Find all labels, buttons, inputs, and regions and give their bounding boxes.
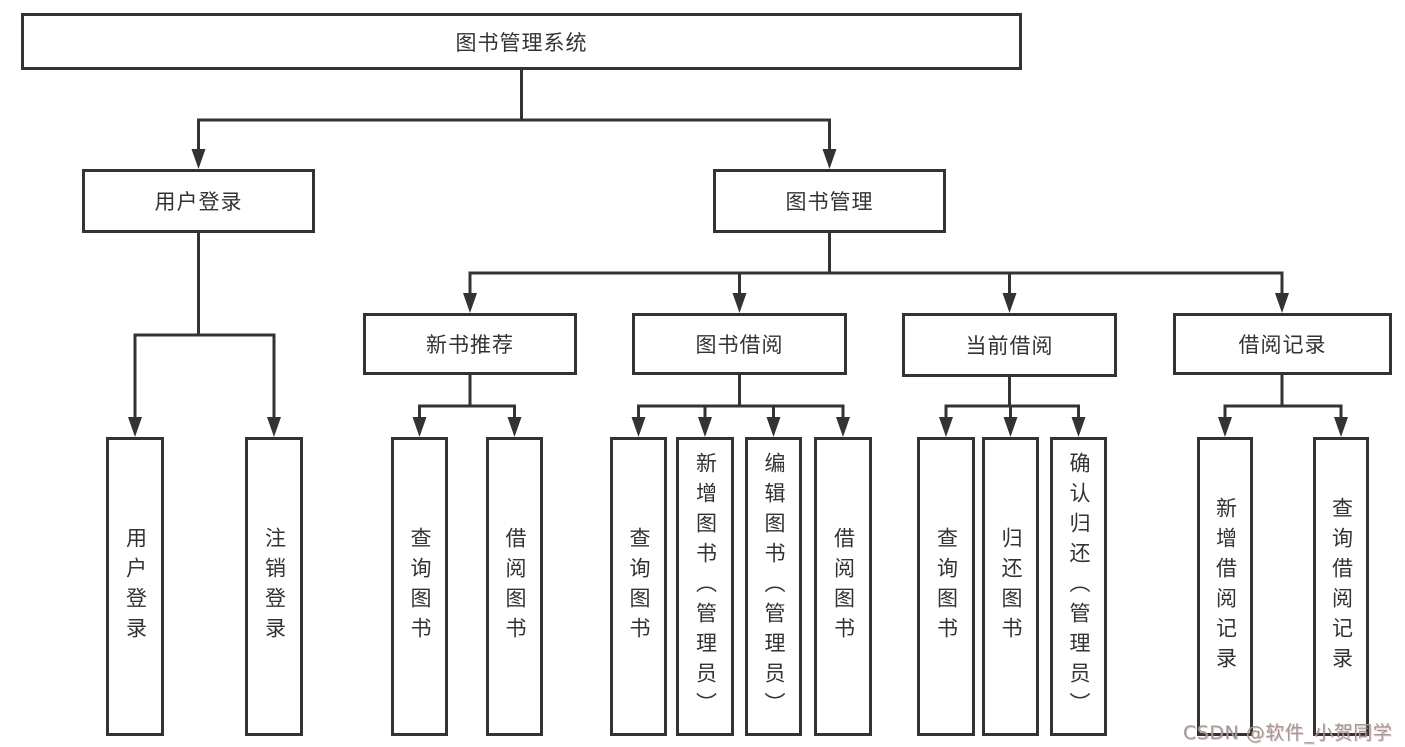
leaf-query-books-recommend: 查询图书 bbox=[391, 437, 448, 736]
leaf-label: 借阅图书 bbox=[503, 526, 527, 647]
leaf-confirm-return-admin: 确认归还（管理员） bbox=[1050, 437, 1107, 736]
leaf-logout: 注销登录 bbox=[245, 437, 303, 736]
leaf-label: 确认归还（管理员） bbox=[1067, 451, 1091, 722]
node-label: 借阅记录 bbox=[1238, 333, 1327, 357]
node-label: 图书管理系统 bbox=[455, 30, 588, 55]
node-book-borrowing: 图书借阅 bbox=[632, 313, 847, 375]
leaf-label: 新增借阅记录 bbox=[1213, 496, 1238, 677]
leaf-label: 查询图书 bbox=[934, 526, 959, 647]
node-label: 新书推荐 bbox=[426, 333, 514, 357]
node-label: 用户登录 bbox=[154, 190, 243, 214]
leaf-query-borrow-record: 查询借阅记录 bbox=[1313, 437, 1369, 736]
leaf-user-login: 用户登录 bbox=[106, 437, 164, 736]
arrowheads bbox=[128, 149, 1348, 437]
leaf-label: 注销登录 bbox=[262, 526, 287, 647]
node-user-login: 用户登录 bbox=[82, 169, 315, 233]
leaf-label: 用户登录 bbox=[123, 526, 148, 647]
node-new-book-recommend: 新书推荐 bbox=[363, 313, 577, 375]
leaf-query-books-borrowing: 查询图书 bbox=[610, 437, 667, 736]
node-book-management: 图书管理 bbox=[713, 169, 946, 233]
leaf-label: 编辑图书（管理员） bbox=[762, 451, 786, 722]
leaf-borrow-books-recommend: 借阅图书 bbox=[486, 437, 543, 736]
leaf-label: 借阅图书 bbox=[831, 526, 856, 647]
leaf-label: 查询图书 bbox=[408, 526, 432, 647]
node-borrow-records: 借阅记录 bbox=[1173, 313, 1392, 375]
leaf-label: 查询图书 bbox=[627, 526, 651, 647]
node-current-borrowing: 当前借阅 bbox=[902, 313, 1117, 377]
csdn-watermark: CSDN @软件_小贺同学 bbox=[1183, 722, 1393, 744]
leaf-query-books-current: 查询图书 bbox=[917, 437, 975, 736]
leaf-label: 新增图书（管理员） bbox=[693, 451, 718, 722]
leaf-borrow-books: 借阅图书 bbox=[814, 437, 872, 736]
leaf-add-borrow-record: 新增借阅记录 bbox=[1197, 437, 1253, 736]
node-library-management-system: 图书管理系统 bbox=[21, 13, 1022, 70]
leaf-add-books-admin: 新增图书（管理员） bbox=[676, 437, 734, 736]
leaf-return-books: 归还图书 bbox=[982, 437, 1039, 736]
leaf-label: 查询借阅记录 bbox=[1329, 496, 1354, 677]
leaf-edit-books-admin: 编辑图书（管理员） bbox=[745, 437, 802, 736]
node-label: 图书管理 bbox=[785, 190, 874, 214]
node-label: 当前借阅 bbox=[965, 334, 1054, 358]
node-label: 图书借阅 bbox=[695, 333, 784, 357]
leaf-label: 归还图书 bbox=[999, 526, 1023, 647]
